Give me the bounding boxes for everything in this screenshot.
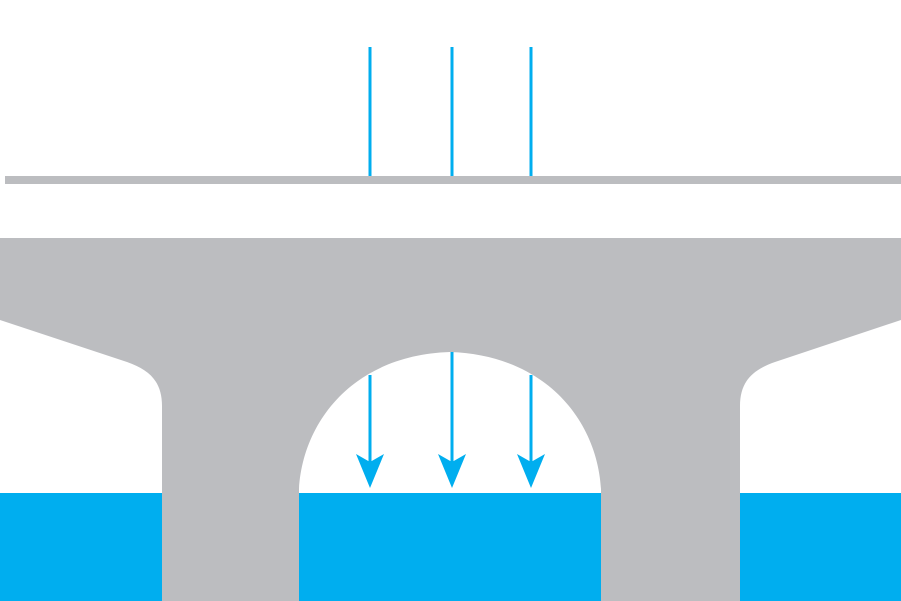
arrow-2-head <box>438 454 466 488</box>
arrow-1-head <box>356 454 384 488</box>
bridge-structure <box>0 238 901 601</box>
water-body <box>0 493 901 601</box>
deck-line <box>5 176 901 184</box>
arrow-3-head <box>517 454 545 488</box>
